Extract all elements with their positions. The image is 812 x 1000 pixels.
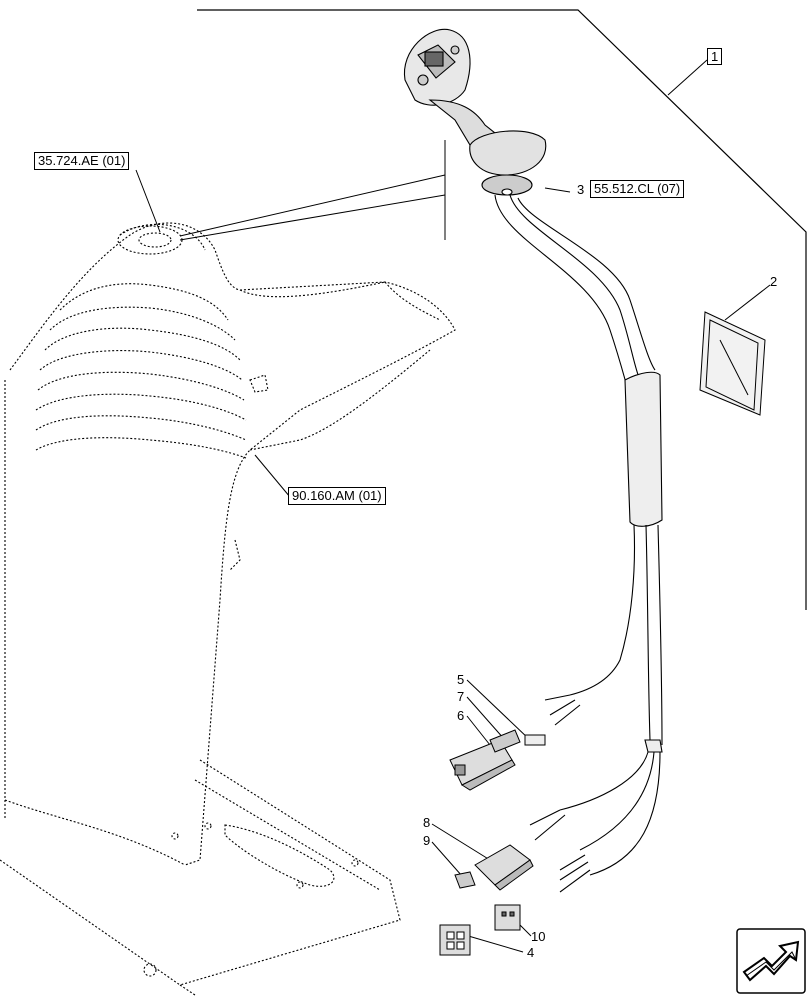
callout-10: 10 <box>531 929 546 944</box>
cable-harness <box>494 194 663 893</box>
connector-9-clip <box>454 871 476 889</box>
connector-4-housing <box>439 924 471 956</box>
connector-parts <box>439 729 546 956</box>
callout-5: 5 <box>457 672 465 687</box>
joystick-handle <box>403 28 547 196</box>
kit-bracket-line <box>197 9 807 610</box>
callout-8: 8 <box>423 815 431 830</box>
reference-box-harness[interactable]: 55.512.CL (07) <box>590 180 685 198</box>
connector-10-housing <box>494 904 521 931</box>
connector-8-housing <box>474 844 534 891</box>
connector-5-terminal <box>524 734 546 746</box>
reference-box-cab[interactable]: 90.160.AM (01) <box>288 487 386 505</box>
callout-4: 4 <box>527 945 535 960</box>
operator-manual <box>699 311 766 416</box>
callout-6: 6 <box>457 708 465 723</box>
reference-box-top[interactable]: 35.724.AE (01) <box>34 152 130 170</box>
callout-3: 3 <box>577 182 585 197</box>
callout-1: 1 <box>707 48 723 65</box>
connector-7-seal <box>489 729 521 753</box>
cab-console-outline <box>0 222 456 996</box>
callout-7: 7 <box>457 689 465 704</box>
next-page-arrow-icon[interactable] <box>736 928 806 994</box>
callout-2: 2 <box>770 274 778 289</box>
callout-9: 9 <box>423 833 431 848</box>
